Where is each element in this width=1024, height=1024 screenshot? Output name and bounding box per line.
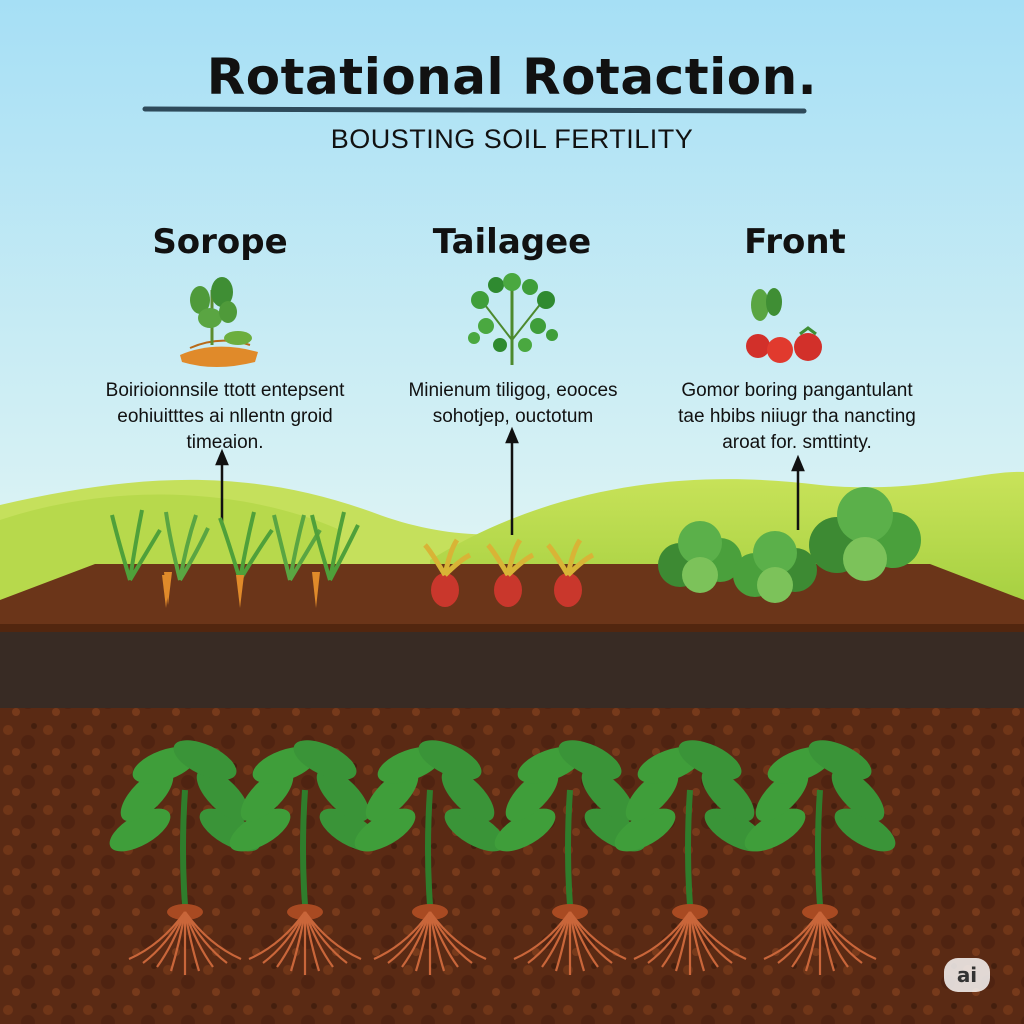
description-line: tae hbibs niiugr tha nancting <box>678 406 916 427</box>
root-plant <box>354 740 506 975</box>
column-title-2: Tailagee <box>432 222 592 262</box>
column-title-3: Front <box>744 222 846 262</box>
root-plant <box>109 740 261 975</box>
column-description-3: Gomor boring pangantulant tae hbibs niiu… <box>637 378 957 456</box>
topsoil-edge <box>0 624 1024 634</box>
description-line: Minienum tiligog, eooces <box>408 380 618 401</box>
column-description-2: Minienum tiligog, eooces sohotjep, oucto… <box>353 378 673 430</box>
title-underline <box>142 106 807 114</box>
column-description-1: Boirioionnsile ttott entepsent eohiuittt… <box>65 378 385 456</box>
root-plant <box>614 740 766 975</box>
page-title: Rotational Rotaction. <box>206 48 818 106</box>
ai-badge: ai <box>944 958 990 992</box>
description-line: Gomor boring pangantulant <box>681 380 913 401</box>
leafy-herb-icon <box>468 273 558 365</box>
arrows <box>215 426 805 535</box>
description-line: eohiuitttes ai nllentn groid <box>117 406 333 427</box>
dark-soil-band <box>0 632 1024 708</box>
radish-row <box>423 538 595 607</box>
description-line: Boirioionnsile ttott entepsent <box>105 380 345 401</box>
carrot-row <box>110 509 360 608</box>
tomato-icon <box>746 288 822 363</box>
lettuce-row <box>658 487 921 603</box>
description-line: timeaion. <box>186 432 264 453</box>
root-plants <box>109 740 896 975</box>
description-line: aroat for. smttinty. <box>722 432 872 453</box>
root-plant <box>744 740 896 975</box>
page-subtitle: BOUSTING SOIL FERTILITY <box>330 124 694 154</box>
column-title-1: Sorope <box>152 222 288 262</box>
root-plant <box>229 740 381 975</box>
description-line: sohotjep, ouctotum <box>432 406 594 427</box>
carrot-plant-icon <box>180 277 258 367</box>
